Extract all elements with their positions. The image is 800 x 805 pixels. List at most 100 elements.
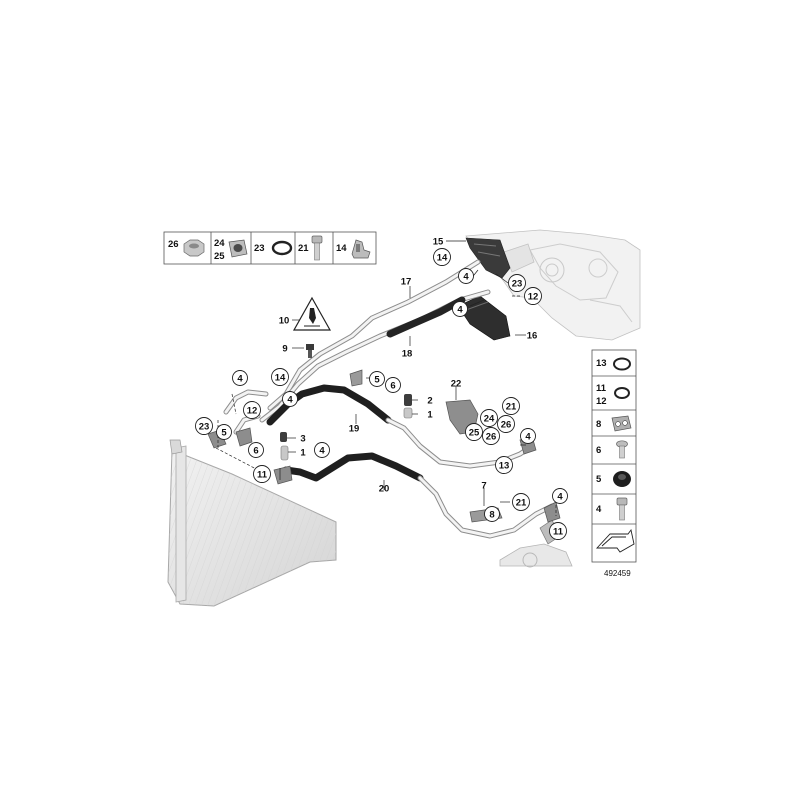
callout-number: 4 — [287, 394, 293, 405]
callout-4e: 4 — [314, 442, 330, 458]
callout-2: 2 — [427, 395, 432, 406]
callout-number: 15 — [433, 236, 444, 247]
warning-label-icon — [292, 296, 332, 331]
callout-16: 16 — [527, 330, 538, 341]
callout-number: 22 — [451, 378, 462, 389]
engine-block — [465, 229, 641, 341]
callout-circle — [458, 268, 474, 284]
sleg-8-num: 8 — [596, 419, 601, 430]
callout-21b: 21 — [512, 493, 530, 511]
callout-5a: 5 — [369, 371, 385, 387]
sleg-13-num: 13 — [596, 358, 607, 369]
callout-circle — [195, 417, 213, 435]
callout-18: 18 — [402, 348, 413, 359]
callout-circle — [369, 371, 385, 387]
sleg-12-num: 12 — [596, 396, 607, 407]
callout-number: 4 — [319, 445, 325, 456]
sleg-5-num: 5 — [596, 474, 602, 485]
callout-22: 22 — [451, 378, 462, 389]
callout-circle — [508, 274, 526, 292]
callout-circle — [433, 248, 451, 266]
side-legend: 13 11 12 8 6 5 4 — [591, 349, 637, 563]
callout-21a: 21 — [502, 397, 520, 415]
callout-circle — [314, 442, 330, 458]
callout-9: 9 — [282, 343, 287, 354]
callout-19: 19 — [349, 423, 360, 434]
leg-25-num: 25 — [214, 251, 225, 262]
callout-circle — [232, 370, 248, 386]
callout-14b: 14 — [271, 368, 289, 386]
callout-15: 15 — [433, 236, 444, 247]
callout-4b: 4 — [452, 301, 468, 317]
grommet-icon — [613, 471, 631, 487]
o-ring-icon — [613, 357, 631, 371]
screw-icon — [616, 440, 628, 459]
callout-number: 6 — [390, 380, 395, 391]
leader-lines — [215, 240, 557, 516]
callout-number: 26 — [501, 419, 512, 430]
callout-circle — [271, 368, 289, 386]
callout-4a: 4 — [458, 268, 474, 284]
callout-circle — [452, 301, 468, 317]
sleg-6-num: 6 — [596, 445, 601, 456]
callout-4d: 4 — [282, 391, 298, 407]
callout-circle — [253, 465, 271, 483]
callout-circle — [480, 409, 498, 427]
callout-number: 1 — [300, 447, 306, 458]
callout-circle — [502, 397, 520, 415]
callout-23b: 23 — [195, 417, 213, 435]
callout-4f: 4 — [520, 428, 536, 444]
fittings — [207, 344, 561, 523]
bolt-icon — [311, 235, 323, 261]
callout-5b: 5 — [216, 424, 232, 440]
callout-12b: 12 — [243, 401, 261, 419]
callout-number: 4 — [525, 431, 531, 442]
callout-circle — [465, 423, 483, 441]
callout-24: 24 — [480, 409, 498, 427]
callout-number: 13 — [499, 460, 510, 471]
callout-4c: 4 — [232, 370, 248, 386]
callout-20: 20 — [379, 483, 390, 494]
callout-circle — [520, 428, 536, 444]
callout-13: 13 — [495, 456, 513, 474]
callout-number: 9 — [282, 343, 287, 354]
callout-number: 3 — [300, 433, 305, 444]
callout-number: 24 — [484, 413, 495, 424]
callout-circle — [497, 415, 515, 433]
callout-1b: 1 — [300, 447, 306, 458]
callout-number: 1 — [427, 409, 433, 420]
leg-24-num: 24 — [214, 238, 225, 249]
callout-number: 26 — [486, 431, 497, 442]
condenser — [167, 439, 337, 607]
callout-circle — [552, 488, 568, 504]
o-ring-icon — [614, 387, 630, 399]
compressor — [499, 519, 573, 568]
callout-11b: 11 — [549, 522, 567, 540]
callout-number: 19 — [349, 423, 360, 434]
callout-23a: 23 — [508, 274, 526, 292]
callout-10: 10 — [279, 315, 290, 326]
callout-number: 18 — [402, 348, 413, 359]
callout-12a: 12 — [524, 287, 542, 305]
callout-number: 14 — [437, 252, 448, 263]
sleg-4-num: 4 — [596, 504, 602, 515]
callout-1a: 1 — [427, 409, 433, 420]
diagram-number: 492459 — [604, 569, 631, 578]
callout-number: 4 — [463, 271, 469, 282]
callout-8: 8 — [484, 506, 500, 522]
callout-number: 4 — [557, 491, 563, 502]
callout-number: 23 — [512, 278, 523, 289]
callout-number: 10 — [279, 315, 290, 326]
callout-number: 4 — [457, 304, 463, 315]
bolt-icon — [616, 497, 628, 521]
callout-circle — [482, 427, 500, 445]
callout-number: 12 — [528, 291, 539, 302]
callout-number: 25 — [469, 427, 480, 438]
callout-26b: 26 — [482, 427, 500, 445]
callout-number: 7 — [481, 480, 486, 491]
callout-3: 3 — [300, 433, 305, 444]
callout-number: 5 — [221, 427, 227, 438]
callout-number: 2 — [427, 395, 432, 406]
